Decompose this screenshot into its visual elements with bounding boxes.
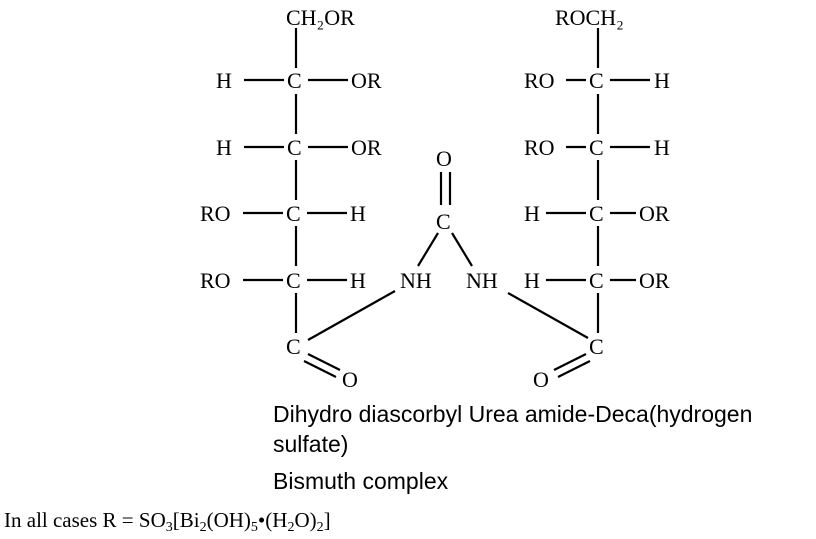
left-c3-hydrogen: H: [216, 135, 232, 160]
right-carbonyl-carbon: C: [589, 334, 604, 359]
left-carbonyl-carbon: C: [286, 334, 301, 359]
left-c4-ro-group: RO: [200, 201, 231, 226]
urea-nh-right: NH: [466, 268, 498, 293]
urea-oxygen: O: [436, 146, 452, 171]
left-c2-hydrogen: H: [216, 68, 232, 93]
right-c4-carbon: C: [589, 201, 604, 226]
right-c5-carbon: C: [589, 268, 604, 293]
left-c2-carbon: C: [287, 68, 302, 93]
right-c5-hydrogen: H: [524, 268, 540, 293]
right-c4-hydrogen: H: [524, 201, 540, 226]
caption-line-1: Dihydro diascorbyl Urea amide-Deca(hydro…: [273, 401, 752, 428]
left-terminal-group: CH₂OR: [286, 5, 355, 30]
right-carbonyl-oxygen: O: [533, 367, 549, 392]
right-c5-or-group: OR: [639, 268, 670, 293]
urea-nh-left: NH: [400, 268, 432, 293]
left-c3-carbon: C: [287, 135, 302, 160]
r-group-definition: In all cases R = SO3[Bi2(OH)5•(H2O)2]: [4, 508, 331, 536]
left-carbonyl-oxygen: O: [342, 367, 358, 392]
left-c4-carbon: C: [286, 201, 301, 226]
right-c2-ro-group: RO: [524, 68, 555, 93]
right-c3-carbon: C: [589, 135, 604, 160]
caption-line-2: sulfate): [273, 431, 348, 458]
left-c5-carbon: C: [286, 268, 301, 293]
caption-line-3: Bismuth complex: [273, 468, 448, 495]
right-c3-ro-group: RO: [524, 135, 555, 160]
left-c5-hydrogen: H: [350, 268, 366, 293]
left-c4-hydrogen: H: [350, 201, 366, 226]
right-c3-hydrogen: H: [654, 135, 670, 160]
right-c2-hydrogen: H: [654, 68, 670, 93]
left-c5-ro-group: RO: [200, 268, 231, 293]
right-terminal-group: ROCH₂: [555, 5, 624, 30]
right-c4-or-group: OR: [639, 201, 670, 226]
right-c2-carbon: C: [589, 68, 604, 93]
urea-carbon: C: [436, 209, 451, 234]
left-c3-or-group: OR: [351, 135, 382, 160]
left-c2-or-group: OR: [351, 68, 382, 93]
